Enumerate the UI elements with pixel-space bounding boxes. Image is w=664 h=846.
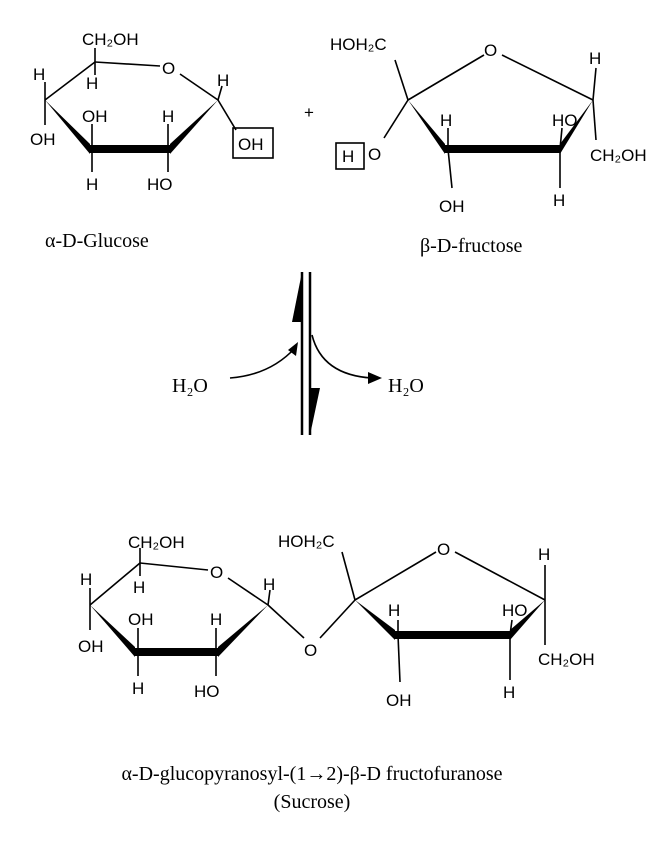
atom-label: O [162, 59, 175, 78]
atom-label: OH [238, 135, 264, 154]
atom-label: HO [552, 111, 578, 130]
atom-label: H [210, 610, 222, 629]
atom-label: O [437, 540, 450, 559]
atom-label: O [368, 145, 381, 164]
atom-label: O [210, 563, 223, 582]
atom-label: OH [82, 107, 108, 126]
water-product: H₂O [388, 375, 424, 397]
atom-label: H [133, 578, 145, 597]
atom-label: HOH₂C [278, 532, 335, 551]
atom-label: H [263, 575, 275, 594]
atom-label: HOH₂C [330, 35, 387, 54]
atom-label: H [33, 65, 45, 84]
atom-label: CH₂OH [82, 30, 139, 49]
atom-label: H [217, 71, 229, 90]
forward-arrowhead [292, 272, 302, 322]
atom-label: OH [128, 610, 154, 629]
atom-label: H [589, 49, 601, 68]
sucrose-systematic-name: α-D-glucopyranosyl-(1→2)-β-D fructofuran… [121, 763, 502, 785]
atom-label: H [132, 679, 144, 698]
atom-label: HO [194, 682, 220, 701]
atom-label: H [86, 74, 98, 93]
atom-label: H [503, 683, 515, 702]
atom-label: H [553, 191, 565, 210]
fructose-name: β-D-fructose [420, 235, 522, 257]
atom-label: H [80, 570, 92, 589]
water-reactant: H₂O [172, 375, 208, 397]
atom-label: H [342, 147, 354, 166]
plus-sign: + [304, 103, 314, 122]
equilibrium-arrows: H₂O H₂O [172, 272, 424, 435]
atom-label: H [538, 545, 550, 564]
glucose-name: α-D-Glucose [45, 230, 149, 252]
atom-label: OH [386, 691, 412, 710]
sucrose-structure: CH₂OH O H H H OH OH H H HO O HOH₂C O H H… [78, 532, 595, 813]
atom-label: OH [439, 197, 465, 216]
atom-label: H [388, 601, 400, 620]
beta-d-fructose-structure: HOH₂C O H O H H HO CH₂OH OH H β-D-fructo… [330, 35, 647, 257]
atom-label: HO [147, 175, 173, 194]
atom-label: O [484, 41, 497, 60]
atom-label: H [440, 111, 452, 130]
glycosidic-oxygen: O [304, 641, 317, 660]
atom-label: H [162, 107, 174, 126]
atom-label: CH₂OH [538, 650, 595, 669]
atom-label: H [86, 175, 98, 194]
atom-label: OH [30, 130, 56, 149]
atom-label: OH [78, 637, 104, 656]
reverse-arrowhead [310, 388, 320, 435]
alpha-d-glucose-structure: CH₂OH O H H H OH OH H OH H HO α-D-Glucos… [30, 30, 274, 252]
highlight-box [232, 127, 274, 159]
atom-label: CH₂OH [590, 146, 647, 165]
highlight-box [335, 142, 365, 170]
atom-label: CH₂OH [128, 533, 185, 552]
sucrose-common-name: (Sucrose) [274, 791, 351, 813]
atom-label: HO [502, 601, 528, 620]
